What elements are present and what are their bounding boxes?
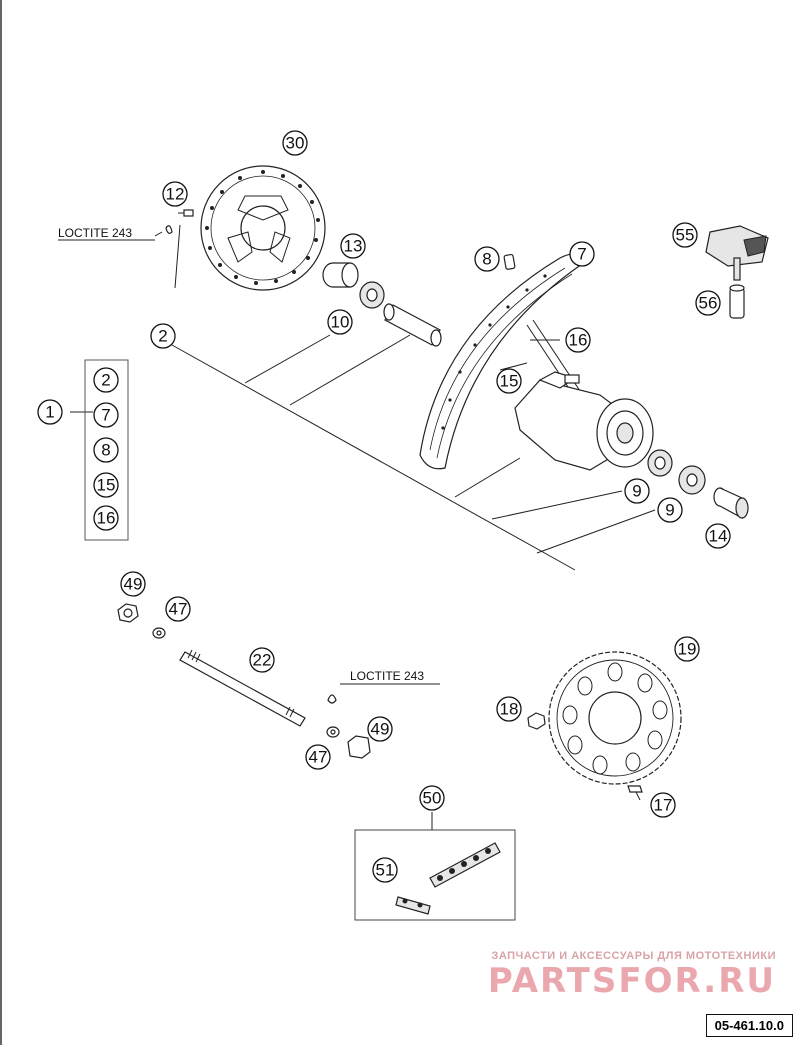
svg-text:49: 49 <box>371 720 390 739</box>
callout-7-kit: 7 <box>93 402 119 428</box>
callout-8: 8 <box>474 246 500 272</box>
svg-text:2: 2 <box>101 371 110 390</box>
hub-spacers <box>322 262 442 347</box>
svg-text:12: 12 <box>166 185 185 204</box>
svg-text:13: 13 <box>344 237 363 256</box>
chain-segment <box>429 842 501 888</box>
svg-text:9: 9 <box>632 482 641 501</box>
svg-text:7: 7 <box>101 406 110 425</box>
svg-text:8: 8 <box>482 250 491 269</box>
watermark-subtitle: ЗАПЧАСТИ И АКСЕССУАРЫ ДЛЯ МОТОТЕХНИКИ <box>491 950 776 962</box>
loctite-label-axle: LOCTITE 243 <box>350 669 424 683</box>
callout-18: 18 <box>496 696 522 722</box>
callout-13: 13 <box>340 233 366 259</box>
svg-text:47: 47 <box>169 600 188 619</box>
callout-49-right: 49 <box>367 716 393 742</box>
callout-22: 22 <box>249 647 275 673</box>
watermark-brand: PARTSFOR.RU <box>487 961 776 1001</box>
loctite-drop-icon <box>165 225 173 234</box>
callout-2-kit: 2 <box>93 367 119 393</box>
callout-1: 1 <box>37 399 63 425</box>
svg-text:15: 15 <box>500 372 519 391</box>
svg-text:16: 16 <box>569 331 588 350</box>
chain-master-link <box>395 896 431 915</box>
loctite-label-disc: LOCTITE 243 <box>58 226 132 240</box>
callout-10: 10 <box>327 309 353 335</box>
svg-text:8: 8 <box>101 441 110 460</box>
wheel-hub <box>514 371 654 471</box>
callout-19: 19 <box>674 636 700 662</box>
callout-15-kit: 15 <box>93 472 119 498</box>
callout-30: 30 <box>282 130 308 156</box>
callout-16-kit: 16 <box>93 505 119 531</box>
callout-55: 55 <box>672 222 698 248</box>
hub-bearings <box>647 449 749 520</box>
brake-disc <box>200 165 326 291</box>
svg-text:49: 49 <box>124 575 143 594</box>
callout-47-right: 47 <box>305 744 331 770</box>
callout-50: 50 <box>419 785 445 811</box>
callout-7: 7 <box>569 241 595 267</box>
svg-text:55: 55 <box>676 226 695 245</box>
svg-text:14: 14 <box>709 527 728 546</box>
valve-cap-parts <box>705 225 769 319</box>
callouts: 30 12 13 8 7 55 56 2 10 16 15 1 2 7 8 15… <box>37 130 731 883</box>
callout-2-top: 2 <box>150 323 176 349</box>
disc-screw <box>154 209 194 237</box>
svg-text:2: 2 <box>158 327 167 346</box>
callout-12: 12 <box>162 181 188 207</box>
callout-8-kit: 8 <box>93 437 119 463</box>
svg-text:50: 50 <box>423 789 442 808</box>
rear-sprocket <box>527 651 682 801</box>
svg-text:10: 10 <box>331 313 350 332</box>
callout-14: 14 <box>705 523 731 549</box>
svg-text:47: 47 <box>309 748 328 767</box>
svg-text:51: 51 <box>376 861 395 880</box>
svg-text:1: 1 <box>45 403 54 422</box>
svg-text:16: 16 <box>97 509 116 528</box>
chain-parts-box <box>354 812 516 921</box>
svg-text:22: 22 <box>253 651 272 670</box>
callout-49-left: 49 <box>120 571 146 597</box>
svg-text:56: 56 <box>699 294 718 313</box>
leader-lines <box>70 224 656 571</box>
axle-group <box>117 603 440 759</box>
svg-text:17: 17 <box>654 796 673 815</box>
svg-text:18: 18 <box>500 700 519 719</box>
drawing-code: 05-461.10.0 <box>705 1014 793 1037</box>
callout-15-top: 15 <box>496 368 522 394</box>
callout-51: 51 <box>372 857 398 883</box>
loctite-drop-icon <box>327 694 337 704</box>
callout-16-top: 16 <box>565 327 591 353</box>
svg-text:9: 9 <box>665 501 674 520</box>
watermark: ЗАПЧАСТИ И АКСЕССУАРЫ ДЛЯ МОТОТЕХНИКИ PA… <box>488 950 776 1000</box>
svg-text:15: 15 <box>97 476 116 495</box>
callout-9-lower: 9 <box>657 497 683 523</box>
kit-bracket <box>84 359 129 541</box>
callout-9-upper: 9 <box>624 478 650 504</box>
callout-56: 56 <box>695 290 721 316</box>
svg-text:19: 19 <box>678 640 697 659</box>
callout-17: 17 <box>650 792 676 818</box>
callout-47-left: 47 <box>165 596 191 622</box>
svg-text:30: 30 <box>286 134 305 153</box>
svg-text:7: 7 <box>577 245 586 264</box>
